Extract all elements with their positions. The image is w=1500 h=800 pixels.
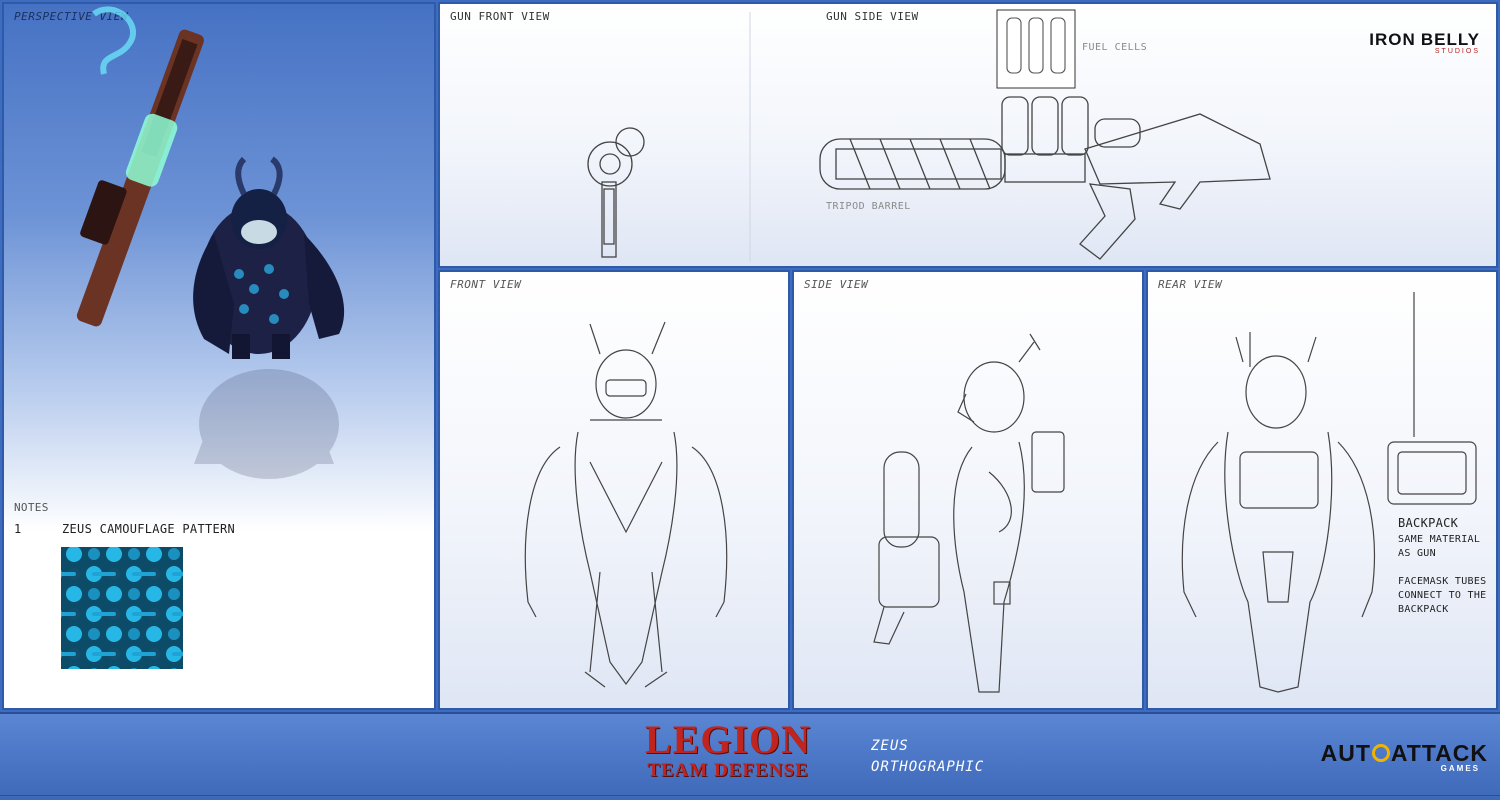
front-view-sketch — [524, 321, 728, 688]
fuel-cells-label: FUEL CELLS — [1082, 42, 1148, 53]
tripod-barrel-label: TRIPOD BARREL — [826, 201, 911, 212]
logo-word-belly: BELLY — [1420, 30, 1480, 49]
notes-heading: NOTES — [14, 501, 49, 514]
iron-belly-logo: IRON BELLY STUDIOS — [1369, 30, 1480, 55]
side-view-sketch — [873, 333, 1065, 693]
gun-side-title: GUN SIDE VIEW — [826, 10, 919, 23]
tubes-line-2: CONNECT TO THE — [1398, 590, 1487, 601]
logo-word-iron: IRON — [1369, 30, 1416, 49]
gun-panel: GUN FRONT VIEW GUN SIDE VIEW — [438, 2, 1498, 268]
footer-rule — [0, 795, 1500, 796]
logo-subtitle: STUDIOS — [1434, 48, 1480, 55]
note-number: 1 — [14, 522, 22, 536]
front-view-panel: FRONT VIEW — [438, 270, 790, 710]
tubes-line-3: BACKPACK — [1398, 604, 1449, 615]
backpack-line-2: AS GUN — [1398, 548, 1436, 559]
sheet-type: ORTHOGRAPHIC — [871, 759, 985, 775]
note-text: ZEUS CAMOUFLAGE PATTERN — [62, 522, 236, 536]
game-title-logo: LEGION TEAM DEFENSE — [645, 717, 812, 781]
logo-subtitle: GAMES — [1440, 764, 1480, 773]
rear-view-sketch — [1181, 292, 1477, 693]
game-title-line-2: TEAM DEFENSE — [647, 760, 809, 781]
panel-title: FRONT VIEW — [450, 278, 522, 291]
character-name: ZEUS — [871, 738, 909, 754]
camouflage-swatch — [61, 547, 183, 669]
logo-text-left: AUT — [1320, 740, 1371, 766]
game-title-line-1: LEGION — [645, 717, 812, 762]
perspective-panel: PERSPECTIVE VIEW NOTES 1 ZEUS — [2, 2, 436, 710]
rear-view-panel: REAR VIEW BACKPACK SAME MATERIAL AS GUN … — [1146, 270, 1498, 710]
footer-banner: LEGION TEAM DEFENSE ZEUS ORTHOGRAPHIC AU… — [0, 712, 1500, 800]
character-render — [76, 6, 345, 479]
gun-front-title: GUN FRONT VIEW — [450, 10, 550, 23]
side-view-panel: SIDE VIEW — [792, 270, 1144, 710]
panel-title: REAR VIEW — [1158, 278, 1223, 291]
backpack-line-1: SAME MATERIAL — [1398, 534, 1481, 545]
panel-title: SIDE VIEW — [804, 278, 869, 291]
backpack-heading: BACKPACK — [1398, 516, 1459, 530]
tubes-line-1: FACEMASK TUBES — [1398, 576, 1487, 587]
autoattack-logo: AUT ATTACK GAMES — [1282, 740, 1488, 773]
target-icon — [1371, 744, 1390, 762]
logo-text-right: ATTACK — [1390, 740, 1488, 766]
gun-drawings — [587, 9, 1271, 262]
